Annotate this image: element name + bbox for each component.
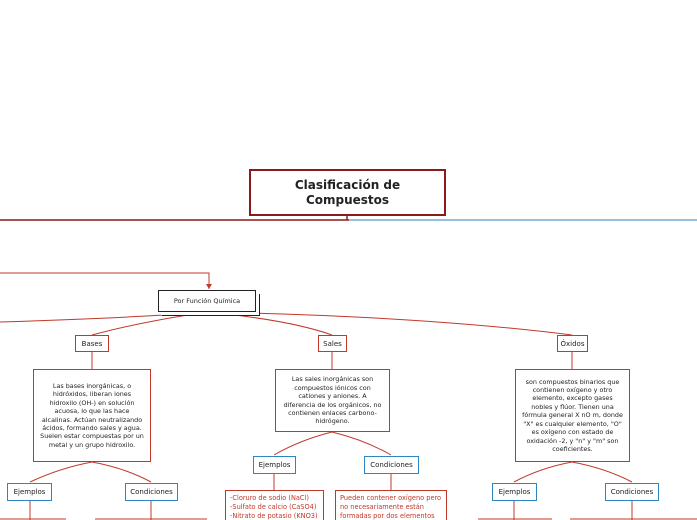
function-label: Por Función Química <box>173 297 241 305</box>
sales-description[interactable]: Las sales inorgánicas son compuestos ión… <box>275 369 390 432</box>
sales-description-text: Las sales inorgánicas son compuestos ión… <box>283 375 382 426</box>
category-sales-label: Sales <box>323 339 342 348</box>
bases-ejemplos[interactable]: Ejemplos <box>7 483 52 501</box>
category-oxidos[interactable]: Óxidos <box>557 335 588 352</box>
bases-description[interactable]: Las bases inorgánicas, o hidróxidos, lib… <box>33 369 151 462</box>
oxidos-condiciones[interactable]: Condiciones <box>605 483 659 501</box>
sales-ejemplos[interactable]: Ejemplos <box>253 456 296 474</box>
function-node[interactable]: Por Función Química <box>158 290 256 312</box>
bases-ejemplos-label: Ejemplos <box>13 488 46 496</box>
sales-ejemplo-item: -Nitrato de potasio (KNO3) <box>230 512 318 520</box>
oxidos-ejemplos[interactable]: Ejemplos <box>492 483 537 501</box>
oxidos-ejemplos-label: Ejemplos <box>498 488 531 496</box>
category-sales[interactable]: Sales <box>318 335 347 352</box>
root-topic[interactable]: Clasificación de Compuestos <box>249 169 446 216</box>
sales-ejemplo-item: -Cloruro de sodio (NaCl) <box>230 494 309 502</box>
sales-ejemplo-item: -Sulfato de calcio (CaSO4) <box>230 503 317 511</box>
category-oxidos-label: Óxidos <box>560 339 585 348</box>
oxidos-description[interactable]: son compuestos binarios que contienen ox… <box>515 369 630 462</box>
sales-ejemplos-label: Ejemplos <box>258 461 291 469</box>
bases-condiciones-label: Condiciones <box>130 488 173 496</box>
category-bases-label: Bases <box>81 339 103 348</box>
root-title: Clasificación de Compuestos <box>294 177 401 207</box>
bases-condiciones[interactable]: Condiciones <box>125 483 178 501</box>
sales-ejemplos-list[interactable]: -Cloruro de sodio (NaCl) -Sulfato de cal… <box>225 490 324 520</box>
oxidos-condiciones-label: Condiciones <box>610 488 654 496</box>
sales-condiciones-label: Condiciones <box>370 461 413 469</box>
oxidos-description-text: son compuestos binarios que contienen ox… <box>522 377 623 453</box>
category-bases[interactable]: Bases <box>75 335 109 352</box>
sales-condiciones-text[interactable]: Pueden contener oxígeno pero no necesari… <box>335 490 447 520</box>
bases-description-text: Las bases inorgánicas, o hidróxidos, lib… <box>40 381 144 449</box>
sales-condiciones[interactable]: Condiciones <box>364 456 419 474</box>
sales-condiciones-body: Pueden contener oxígeno pero no necesari… <box>340 494 442 520</box>
